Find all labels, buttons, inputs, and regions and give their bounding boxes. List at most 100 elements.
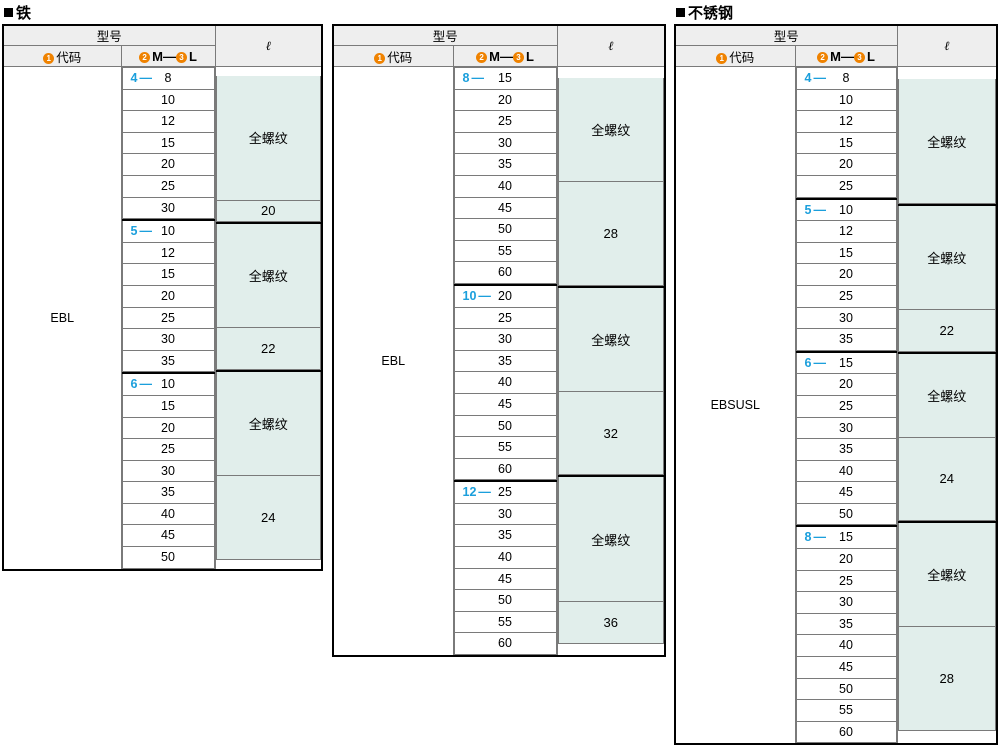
thread-diameter-prefix: 4— — [804, 71, 826, 85]
thread-length-value: 40 — [795, 634, 897, 658]
thread-length-value: 30 — [795, 591, 897, 614]
thread-length-value: 40 — [121, 502, 215, 526]
length-span-row: 全螺纹 — [557, 475, 665, 602]
thread-value-row: 45 — [795, 481, 897, 504]
thread-length-value: 30 — [121, 196, 215, 220]
thread-length-value: 15 — [795, 131, 897, 155]
thread-value-row: 5—10 — [121, 219, 215, 243]
thread-value-row: 25 — [795, 174, 897, 198]
length-span-row: 全螺纹 — [557, 285, 665, 392]
length-span-row: 22 — [215, 327, 322, 371]
thread-value-row: 35 — [453, 349, 557, 373]
thread-value-row: 4—8 — [795, 67, 897, 90]
thread-length-value: 25 — [121, 306, 215, 330]
thread-value-row: 20 — [795, 153, 897, 176]
thread-length-value: 5—10 — [121, 219, 215, 243]
thread-value-row: 20 — [795, 263, 897, 286]
length-span-row: 全螺纹 — [215, 75, 322, 201]
thread-value-row: 15 — [795, 241, 897, 265]
thread-length-value: 4—8 — [121, 67, 215, 90]
badge-3-icon: 3 — [175, 51, 187, 63]
thread-value-row: 12 — [795, 110, 897, 133]
thread-diameter-prefix: 12— — [462, 485, 491, 500]
thread-value-row: 12—25 — [453, 480, 557, 504]
thread-value-row: 35 — [795, 328, 897, 351]
thread-length-value: 12 — [795, 220, 897, 243]
thread-length-value: 20 — [795, 153, 897, 176]
thread-diameter-prefix: 10— — [462, 288, 491, 303]
thread-length-value: 45 — [453, 567, 557, 591]
length-span-cell: 28 — [557, 180, 665, 286]
thread-length-value: 35 — [453, 349, 557, 373]
thread-length-value: 20 — [121, 416, 215, 440]
thread-value-row: 60 — [453, 261, 557, 284]
thread-value-row: 30 — [121, 196, 215, 220]
thread-value-row: 40 — [453, 371, 557, 394]
thread-length-value: 35 — [121, 481, 215, 504]
thread-length-value: 25 — [453, 110, 557, 133]
thread-length-value: 30 — [453, 502, 557, 526]
thread-diameter-prefix: 6— — [130, 377, 152, 392]
header-code-label: 代码 — [56, 50, 82, 65]
length-span-cell: 全螺纹 — [557, 285, 665, 392]
length-span-cell: 全螺纹 — [897, 352, 997, 438]
length-span-row: 24 — [897, 436, 997, 521]
thread-value-row: 20 — [121, 153, 215, 176]
thread-length-value: 45 — [795, 656, 897, 679]
thread-value-row: 45 — [453, 392, 557, 416]
length-span-cell: 全螺纹 — [557, 475, 665, 602]
thread-length-value: 45 — [795, 481, 897, 504]
length-span-row: 全螺纹 — [215, 222, 322, 329]
thread-length-value: 6—10 — [121, 372, 215, 396]
thread-length-value: 30 — [121, 459, 215, 483]
thread-value-row: 10 — [795, 88, 897, 112]
length-span-cell: 全螺纹 — [897, 79, 997, 205]
length-span-cell: 20 — [215, 199, 322, 223]
thread-diameter-prefix: 8— — [804, 530, 826, 545]
header-model-no: 型号 — [332, 24, 558, 46]
thread-length-value: 55 — [453, 436, 557, 459]
thread-length-value: 60 — [453, 632, 557, 656]
thread-value-row: 10 — [121, 88, 215, 112]
thread-value-row: 25 — [121, 438, 215, 461]
thread-length-value: 4—8 — [795, 67, 897, 90]
product-code-cell: EBL — [2, 65, 122, 571]
badge-1-icon: 1 — [374, 52, 386, 64]
thread-length-value: 20 — [453, 88, 557, 112]
thread-value-row: 25 — [121, 174, 215, 198]
thread-length-value: 50 — [453, 218, 557, 241]
thread-value-row: 30 — [795, 591, 897, 614]
thread-length-value: 15 — [121, 394, 215, 418]
thread-length-value: 5—10 — [795, 198, 897, 222]
length-span-row: 全螺纹 — [897, 352, 997, 438]
thread-length-value: 30 — [453, 131, 557, 155]
thread-value-row: 40 — [795, 459, 897, 483]
length-span-row: 全螺纹 — [215, 370, 322, 477]
badge-3-icon: 3 — [512, 51, 524, 63]
thread-value-row: 40 — [795, 634, 897, 658]
thread-value-row: 55 — [795, 699, 897, 722]
product-code-cell: EBSUSL — [674, 66, 796, 745]
length-span-row: 24 — [215, 475, 322, 560]
thread-diameter-prefix: 8— — [462, 71, 484, 85]
thread-value-row: 50 — [453, 414, 557, 438]
thread-length-value: 25 — [795, 284, 897, 308]
